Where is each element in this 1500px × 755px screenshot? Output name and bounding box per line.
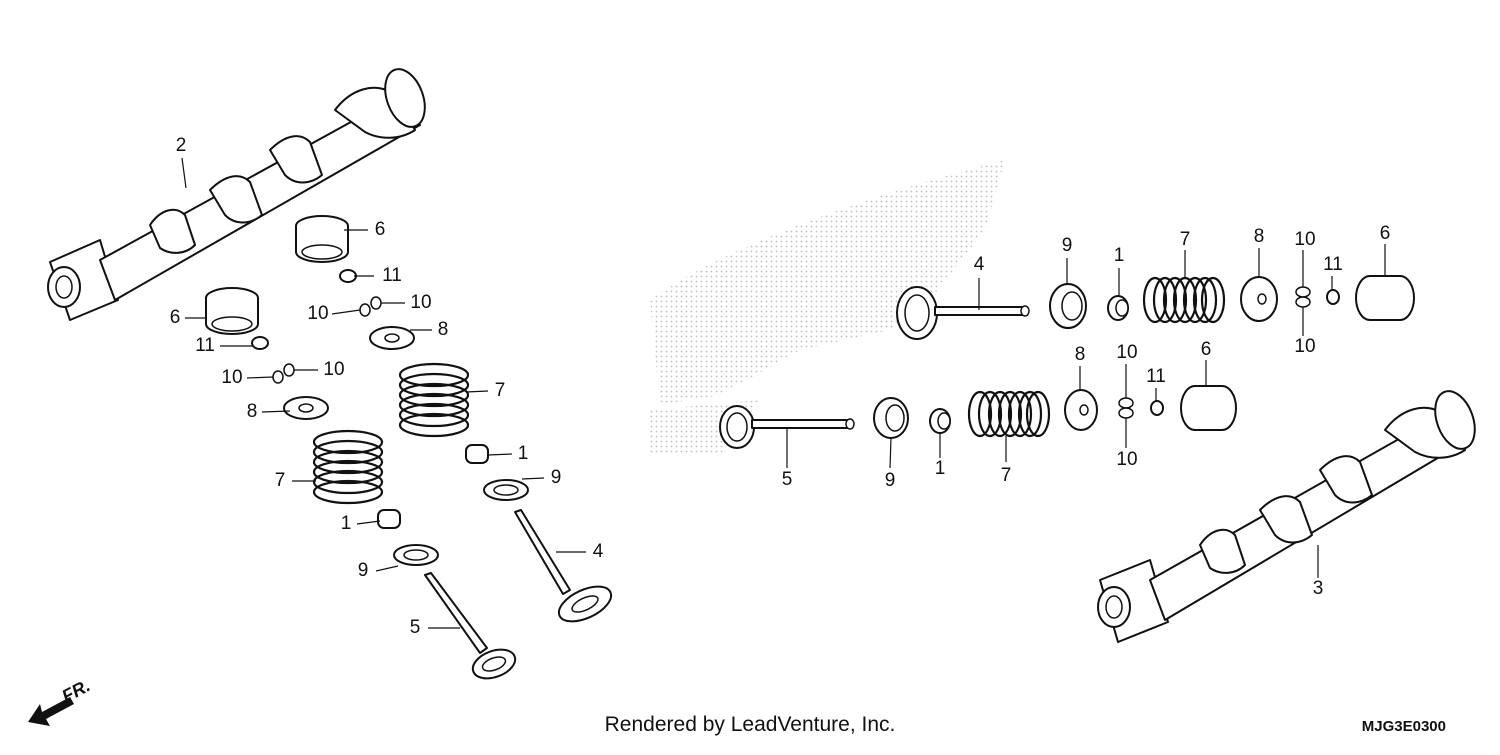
callout-7-left-lower[interactable]: 7 — [275, 470, 286, 491]
shim-left-upper[interactable] — [339, 269, 357, 283]
spring-right-upper[interactable] — [1142, 276, 1226, 324]
callout-11-left-lower[interactable]: 11 — [195, 335, 215, 356]
spring-left-lower[interactable] — [312, 429, 384, 505]
retainer-right-upper[interactable] — [1240, 276, 1278, 322]
stem-seal-left-lower[interactable] — [377, 509, 401, 529]
exhaust-valve-left[interactable] — [514, 509, 616, 629]
callout-6-right-lower[interactable]: 6 — [1201, 339, 1212, 360]
callout-1-left-upper[interactable]: 1 — [518, 443, 529, 464]
retainer-left-upper[interactable] — [369, 326, 415, 350]
cotters-right-upper[interactable] — [1295, 286, 1311, 308]
callout-10-left-upper-a[interactable]: 10 — [307, 303, 328, 324]
spring-right-lower[interactable] — [967, 390, 1051, 438]
retainer-right-lower[interactable] — [1064, 389, 1098, 431]
intake-valve-left[interactable] — [424, 572, 519, 684]
camshaft-right[interactable] — [1097, 386, 1482, 643]
callout-6-right-upper[interactable]: 6 — [1380, 223, 1391, 244]
callout-10-right-upper-top[interactable]: 10 — [1294, 229, 1315, 250]
callout-9-left-lower[interactable]: 9 — [358, 560, 369, 581]
spring-seat-right-upper[interactable] — [1049, 283, 1087, 329]
callout-5-right[interactable]: 5 — [782, 469, 793, 490]
callout-10-right-upper-bottom[interactable]: 10 — [1294, 336, 1315, 357]
stem-seal-left-upper[interactable] — [465, 444, 489, 464]
callout-10-left-lower-b[interactable]: 10 — [323, 359, 344, 380]
stem-seal-right-lower[interactable] — [929, 408, 951, 434]
callout-1-right-upper[interactable]: 1 — [1114, 245, 1125, 266]
callout-labels: 2 6 6 11 11 10 10 10 10 8 8 7 7 1 1 9 9 … — [170, 135, 1391, 638]
callout-9-right-upper[interactable]: 9 — [1062, 235, 1073, 256]
callout-7-right-upper[interactable]: 7 — [1180, 229, 1191, 250]
tappet-right-lower[interactable] — [1180, 385, 1237, 431]
callout-6-left-lower[interactable]: 6 — [170, 307, 181, 328]
exhaust-valve-right[interactable] — [896, 286, 1030, 340]
retainer-left-lower[interactable] — [283, 396, 329, 420]
callout-10-right-lower-top[interactable]: 10 — [1116, 342, 1137, 363]
stem-seal-right-upper[interactable] — [1107, 295, 1129, 321]
front-direction-indicator: FR. — [28, 675, 93, 726]
callout-6-left-upper[interactable]: 6 — [375, 219, 386, 240]
callout-7-right-lower[interactable]: 7 — [1001, 465, 1012, 486]
callout-8-left-lower[interactable]: 8 — [247, 401, 258, 422]
cotters-left-upper[interactable] — [359, 296, 382, 317]
shim-right-lower[interactable] — [1150, 400, 1164, 416]
spring-left-upper[interactable] — [398, 362, 470, 438]
callout-2-left-camshaft[interactable]: 2 — [176, 135, 187, 156]
render-credit: Rendered by LeadVenture, Inc. — [605, 713, 896, 736]
callout-3-right-camshaft[interactable]: 3 — [1313, 578, 1324, 599]
callout-9-right-lower[interactable]: 9 — [885, 470, 896, 491]
callout-9-left-upper[interactable]: 9 — [551, 467, 562, 488]
callout-10-right-lower-bottom[interactable]: 10 — [1116, 449, 1137, 470]
callout-8-left-upper[interactable]: 8 — [438, 319, 449, 340]
spring-seat-left-upper[interactable] — [483, 479, 529, 501]
callout-11-left-upper[interactable]: 11 — [382, 265, 402, 286]
tappet-lower-left[interactable] — [205, 287, 259, 335]
shim-right-upper[interactable] — [1326, 289, 1340, 305]
diagram-code: MJG3E0300 — [1362, 718, 1446, 735]
camshaft-left[interactable] — [47, 64, 432, 321]
spring-seat-left-lower[interactable] — [393, 544, 439, 566]
callout-4-left[interactable]: 4 — [593, 541, 604, 562]
spring-seat-right-lower[interactable] — [873, 397, 909, 439]
callout-10-left-lower-a[interactable]: 10 — [221, 367, 242, 388]
callout-4-right[interactable]: 4 — [974, 254, 985, 275]
cotters-right-lower[interactable] — [1118, 397, 1134, 419]
tappet-upper-left[interactable] — [295, 215, 349, 263]
arrow-down-left-icon — [28, 697, 74, 726]
callout-11-right-upper[interactable]: 11 — [1323, 254, 1343, 275]
intake-valve-right[interactable] — [719, 405, 855, 449]
callout-7-left-upper[interactable]: 7 — [495, 380, 506, 401]
callout-11-right-lower[interactable]: 11 — [1146, 366, 1166, 387]
callout-1-right-lower[interactable]: 1 — [935, 458, 946, 479]
callout-8-right-upper[interactable]: 8 — [1254, 226, 1265, 247]
shim-left-lower[interactable] — [251, 336, 269, 350]
tappet-right-upper[interactable] — [1355, 275, 1415, 321]
callout-8-right-lower[interactable]: 8 — [1075, 344, 1086, 365]
callout-1-left-lower[interactable]: 1 — [341, 513, 352, 534]
leader-lines — [181, 157, 1386, 629]
cotters-left-lower[interactable] — [272, 363, 295, 384]
callout-5-left[interactable]: 5 — [410, 617, 421, 638]
callout-10-left-upper-b[interactable]: 10 — [410, 292, 431, 313]
